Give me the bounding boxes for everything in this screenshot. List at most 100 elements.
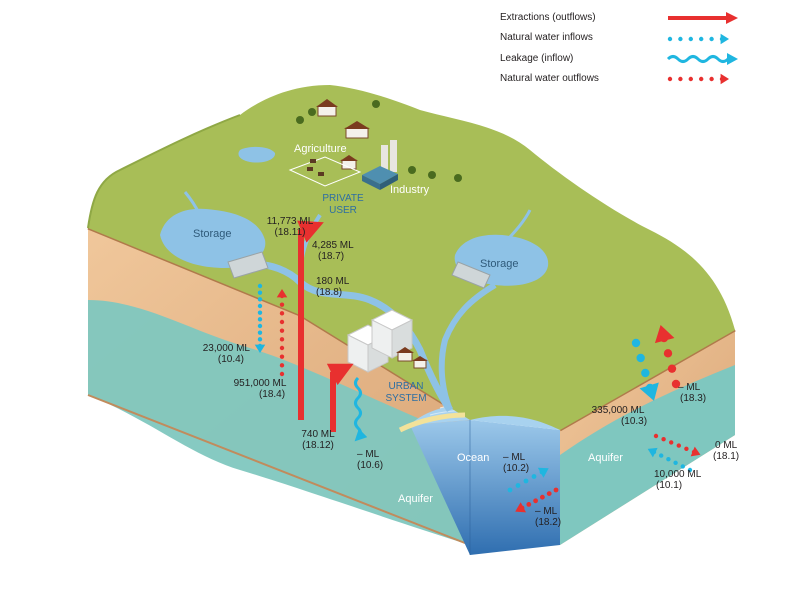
flow-urban-extraction-code: (18.12)	[302, 440, 334, 451]
legend-blue-dots-dot	[699, 36, 704, 42]
ocean-inflow-dots-dot	[523, 478, 529, 484]
ocean-outflow-dots-dot	[546, 491, 552, 496]
right-outflow-dots-dot	[667, 364, 677, 373]
right-inflow-dots-dot	[636, 353, 645, 363]
flow-aquifer-outflow-value: 0 ML	[715, 440, 738, 451]
urban-buildings	[346, 309, 428, 373]
flow-ocean-inflow-value: – ML	[503, 452, 526, 463]
flow-aquifer-outflow-code: (18.1)	[713, 451, 740, 462]
right-outflow-dots-dot	[671, 379, 681, 389]
aquifer-outflow-dots-dot	[676, 443, 681, 448]
flow-agri-code: (18.7)	[318, 251, 345, 262]
flow-urban-leakage-value: – ML	[357, 449, 380, 460]
legend-dotted-markers	[667, 33, 730, 85]
ocean-inflow-dots-dot	[507, 487, 513, 493]
flow-ocean-inflow-code: (10.2)	[503, 463, 530, 474]
flow-industry-value: 180 ML	[316, 276, 350, 287]
label-aquifer-right: Aquifer	[588, 452, 623, 464]
aquifer-inflow-dots-dot	[680, 464, 685, 469]
storage-inflow-dots	[254, 283, 266, 354]
flow-right-outflow-code: (18.3)	[680, 393, 707, 404]
aquifer-inflow-dots-dot	[673, 460, 678, 465]
legend-red-dots-dot	[688, 76, 693, 82]
flow-urban-extraction-value: 740 ML	[301, 429, 335, 440]
legend-natural-inflows: Natural water inflows	[500, 32, 593, 43]
ocean-inflow-dots-dot	[515, 483, 521, 488]
legend-leakage: Leakage (inflow)	[500, 53, 574, 64]
ocean-outflow-dots	[515, 487, 559, 513]
storage-outflow-dots-dot	[279, 354, 285, 359]
flow-aquifer-inflow-value: 10,000 ML	[654, 469, 702, 480]
right-outflow-dots-dot	[663, 349, 673, 358]
storage-inflow-dots-dot	[257, 330, 263, 335]
flow-storage-outflow-value: 951,000 ML	[233, 378, 287, 389]
aquifer-outflow-dots-dot	[684, 446, 689, 451]
storage-outflow-dots-dot	[279, 319, 285, 325]
ocean-outflow-dots-dot	[526, 502, 532, 507]
storage-outflow-dots-dot	[279, 328, 285, 333]
flow-urban-leakage-code: (10.6)	[357, 460, 384, 471]
legend-red-dots-dot	[678, 76, 683, 82]
legend-wavy-line	[666, 55, 730, 63]
label-urban-1: URBAN	[388, 381, 424, 392]
flow-aquifer-inflow-code: (10.1)	[656, 480, 683, 491]
storage-inflow-dots-dot	[257, 310, 263, 315]
ocean-inflow-dots	[507, 467, 549, 493]
storage-inflow-dots-dot	[257, 337, 263, 342]
storage-outflow-dots-head	[276, 288, 288, 298]
legend-red-dots	[667, 73, 730, 85]
flow-right-inflow-value: 335,000 ML	[591, 405, 645, 416]
storage-outflow-dots-dot	[279, 363, 285, 368]
legend	[666, 12, 738, 85]
ocean-outflow-dots-head	[515, 502, 527, 513]
label-private-user-2: USER	[329, 205, 357, 216]
right-inflow-dots-dot	[641, 368, 650, 378]
storage-inflow-dots-dot	[257, 303, 263, 309]
label-private-user-1: PRIVATE	[322, 193, 364, 204]
legend-blue-dots-dot	[709, 36, 714, 42]
legend-blue-dots-dot	[678, 36, 683, 42]
storage-outflow-dots-dot	[279, 371, 285, 377]
storage-inflow-dots-dot	[257, 290, 263, 295]
storage-inflow-dots-dot	[257, 283, 263, 289]
right-inflow-dots-dot	[631, 338, 641, 348]
storage-inflow-dots-dot	[257, 317, 263, 322]
storage-inflow-dots-dot	[257, 297, 263, 302]
label-storage-left: Storage	[193, 228, 232, 240]
flow-ocean-outflow-value: – ML	[535, 506, 558, 517]
label-urban-2: SYSTEM	[385, 393, 427, 404]
label-aquifer-left: Aquifer	[398, 493, 433, 505]
legend-blue-dots-head	[720, 33, 730, 45]
label-storage-right: Storage	[480, 258, 519, 270]
legend-red-dots-dot	[699, 76, 704, 82]
aquifer-outflow-dots-dot	[661, 437, 666, 442]
label-industry: Industry	[390, 184, 430, 196]
right-outflow-dots	[654, 324, 681, 389]
ocean-outflow-dots-dot	[553, 487, 559, 493]
legend-blue-dots	[667, 33, 730, 45]
ocean-outflow-dots-dot	[533, 498, 538, 504]
legend-extractions: Extractions (outflows)	[500, 12, 596, 23]
aquifer-outflow-dots-dot	[653, 433, 659, 439]
label-agriculture: Agriculture	[294, 143, 347, 155]
flow-private-extraction-value: 11,773 ML	[266, 216, 314, 227]
storage-inflow-dots-head	[254, 344, 266, 354]
storage-outflow-dots-dot	[279, 345, 285, 351]
industry-buildings	[362, 140, 398, 190]
aquifer-inflow-dots-dot	[659, 453, 664, 458]
natural-flow-dots	[254, 283, 701, 513]
flow-ocean-outflow-code: (18.2)	[535, 517, 562, 528]
legend-natural-outflows: Natural water outflows	[500, 73, 599, 84]
flow-storage-inflow-value: 23,000 ML	[202, 343, 250, 354]
farm-buildings	[288, 99, 370, 187]
storage-outflow-dots	[276, 288, 288, 377]
land-surface	[87, 85, 735, 433]
legend-red-dots-dot	[709, 76, 714, 82]
storage-outflow-dots-dot	[279, 302, 285, 307]
aquifer-inflow-dots	[647, 447, 693, 473]
leakage-arrow	[354, 376, 368, 442]
flow-industry-code: (18.8)	[316, 287, 343, 298]
flow-private-extraction-code: (18.11)	[274, 227, 306, 238]
